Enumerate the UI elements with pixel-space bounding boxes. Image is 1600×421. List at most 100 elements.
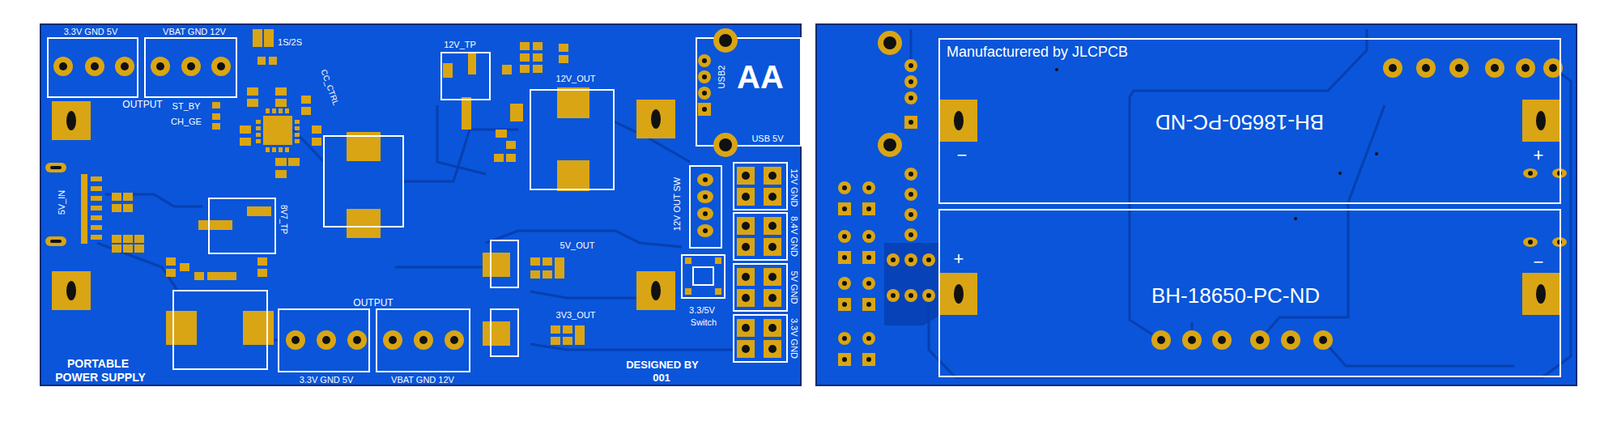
through-hole-pad xyxy=(702,228,708,234)
through-hole-pad xyxy=(1250,330,1270,350)
through-hole-pad xyxy=(886,289,900,303)
smd-pad xyxy=(123,234,133,243)
silkscreen-label: 3.3V GND 5V xyxy=(299,375,354,385)
through-hole-pad xyxy=(862,202,876,216)
through-hole-pad xyxy=(719,138,732,152)
through-hole-pad xyxy=(1521,63,1530,73)
connector-footprint xyxy=(211,56,231,77)
component-outline xyxy=(530,89,614,190)
through-hole-pad xyxy=(908,257,914,263)
connector-footprint xyxy=(353,336,362,345)
through-hole-pad xyxy=(904,91,918,105)
through-hole-pad xyxy=(866,234,872,239)
through-hole-pad xyxy=(904,289,918,303)
smd-pad xyxy=(532,42,543,51)
silkscreen-label: + xyxy=(1533,146,1545,165)
silkscreen-label: 12V_TP xyxy=(443,40,477,50)
through-hole-pad xyxy=(713,132,738,158)
smd-pad xyxy=(165,310,197,345)
through-hole-pad xyxy=(866,280,872,286)
smd-pad xyxy=(550,325,561,334)
through-hole-pad xyxy=(1523,237,1538,247)
through-hole-pad xyxy=(883,36,897,50)
through-hole-pad xyxy=(697,173,714,187)
smd-pad xyxy=(558,55,569,64)
silkscreen-label: USB 5V xyxy=(751,134,783,144)
through-hole-pad xyxy=(838,202,852,216)
copper-trace xyxy=(97,105,733,350)
silkscreen-label: POWER SUPPLY xyxy=(55,371,146,383)
mounting-pad xyxy=(51,271,91,311)
smd-pad xyxy=(532,53,543,62)
through-hole-pad xyxy=(862,276,876,290)
through-hole-pad xyxy=(842,185,847,191)
through-hole-pad xyxy=(838,30,1567,366)
through-hole-pad xyxy=(1527,239,1533,245)
through-hole-pad xyxy=(763,166,782,185)
smd-pad xyxy=(714,257,722,264)
smd-pad xyxy=(80,174,88,244)
component-outline xyxy=(323,136,404,227)
through-hole-pad xyxy=(838,229,852,243)
smd-pad xyxy=(506,153,516,162)
component-outline xyxy=(696,38,801,146)
through-hole-pad xyxy=(908,119,914,125)
smd-pad xyxy=(111,244,122,253)
silkscreen-label: USB2 xyxy=(717,65,727,90)
through-hole-pad xyxy=(886,253,900,267)
through-hole-pad xyxy=(768,272,777,281)
component-outline xyxy=(173,290,268,370)
through-hole-pad xyxy=(702,106,707,112)
connector-footprint xyxy=(120,62,129,71)
through-hole-pad xyxy=(736,217,755,235)
copper-trace xyxy=(97,242,179,292)
through-hole-pad xyxy=(702,58,707,64)
through-hole-pad xyxy=(862,229,876,243)
through-hole-pad xyxy=(866,206,872,212)
smd-pad xyxy=(239,125,252,134)
smd-pad xyxy=(288,157,300,166)
smd-pad xyxy=(255,132,261,137)
connector-footprint xyxy=(382,330,403,350)
silkscreen-label: 3.3/5V xyxy=(689,306,715,315)
smd-pad xyxy=(111,204,122,213)
smd-pad xyxy=(685,288,692,295)
smd-pad xyxy=(542,270,553,279)
smd-pad xyxy=(255,139,261,144)
connector-footprint xyxy=(187,62,196,71)
silkscreen-label: + xyxy=(953,250,965,269)
through-hole-pad xyxy=(904,75,918,89)
through-hole-pad xyxy=(1536,284,1546,304)
through-hole-pad xyxy=(741,272,750,281)
through-hole-pad xyxy=(842,357,847,362)
smd-pad xyxy=(557,87,590,119)
smd-pad xyxy=(562,325,573,334)
smd-pad xyxy=(530,270,541,279)
connector-footprint xyxy=(47,38,138,98)
through-hole-pad xyxy=(768,293,777,303)
connector-footprint xyxy=(47,38,470,372)
through-hole-pad xyxy=(866,302,872,307)
silkscreen-label: CH_GE xyxy=(170,117,202,127)
component-outline xyxy=(733,162,788,210)
through-hole-pad xyxy=(842,206,847,212)
smd-pad xyxy=(90,225,103,230)
through-hole-pad xyxy=(862,251,876,264)
through-hole-pad xyxy=(768,344,777,354)
through-hole-pad xyxy=(1382,58,1403,78)
through-hole-pad xyxy=(926,293,932,298)
smd-pad xyxy=(294,132,300,137)
connector-footprint xyxy=(444,330,464,350)
through-hole-pad xyxy=(877,132,903,158)
silkscreen-label: 12V GND xyxy=(789,168,799,207)
part-number: BH-18650-PC-ND xyxy=(1155,111,1324,133)
mounting-pad xyxy=(651,109,661,129)
through-hole-pad xyxy=(904,167,918,181)
connector-footprint xyxy=(59,62,68,71)
mounting-pad xyxy=(636,271,676,311)
silkscreen-label: DESIGNED BY xyxy=(625,359,699,371)
silkscreen-label: AA xyxy=(736,60,784,94)
copper-trace xyxy=(403,129,519,182)
battery-holder-outline: BH-18650-PC-ND xyxy=(938,208,1562,378)
